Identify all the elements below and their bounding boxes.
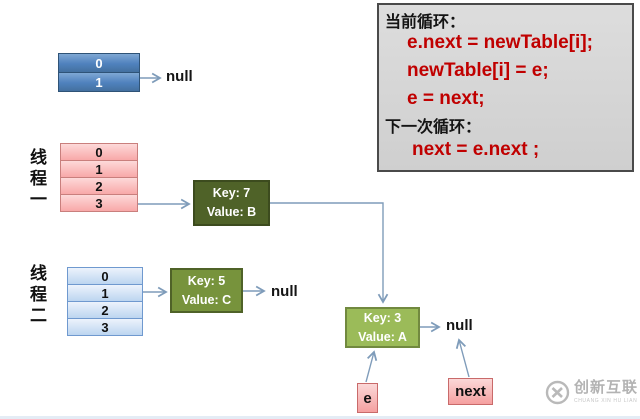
code-next-title: 下一次循环： bbox=[385, 119, 482, 136]
thread2-label: 线程二 bbox=[27, 264, 46, 327]
node-key7: Key: 7 Value: B bbox=[193, 180, 270, 226]
node-key5: Key: 5 Value: C bbox=[170, 268, 243, 313]
node-key5-key: Key: 5 bbox=[187, 273, 226, 288]
main-bucket-1: 1 bbox=[58, 72, 140, 92]
thread1-bucket-1: 1 bbox=[60, 160, 138, 178]
node-key7-key: Key: 7 bbox=[212, 186, 251, 201]
code-line-1: e.next = newTable[i]; bbox=[407, 32, 593, 53]
thread2-bucket-0: 0 bbox=[67, 267, 143, 285]
thread1-bucket-table: 0 1 2 3 bbox=[60, 143, 138, 212]
thread1-bucket-3: 3 bbox=[60, 194, 138, 212]
main-bucket-table: 0 1 bbox=[58, 53, 140, 92]
bottom-edge-line bbox=[0, 416, 640, 419]
thread2-bucket-1: 1 bbox=[67, 284, 143, 302]
node-key7-value: Value: B bbox=[206, 205, 257, 219]
thread2-bucket-table: 0 1 2 3 bbox=[67, 267, 143, 336]
node-key5-value: Value: C bbox=[181, 292, 232, 307]
thread1-bucket-2: 2 bbox=[60, 177, 138, 195]
pointer-next-box: next bbox=[448, 378, 493, 405]
code-line-4: next = e.next ; bbox=[412, 139, 540, 160]
pointer-e-box: e bbox=[357, 383, 378, 413]
thread1-label: 线程一 bbox=[27, 148, 46, 211]
null-label-key3: null bbox=[446, 317, 473, 334]
watermark-logo-icon bbox=[545, 380, 570, 405]
null-label-main: null bbox=[166, 68, 193, 85]
thread2-bucket-2: 2 bbox=[67, 301, 143, 319]
node-key3-value: Value: A bbox=[358, 329, 407, 344]
code-line-2: newTable[i] = e; bbox=[407, 60, 549, 81]
null-label-key5: null bbox=[271, 283, 298, 300]
watermark: 创新互联 CHUANG XIN HU LIAN bbox=[545, 379, 639, 405]
arrow-next-to-null bbox=[455, 338, 470, 378]
arrow-e-to-key3 bbox=[365, 350, 378, 383]
thread2-bucket-3: 3 bbox=[67, 318, 143, 336]
code-panel: 当前循环： e.next = newTable[i]; newTable[i] … bbox=[377, 3, 634, 172]
code-line-3: e = next; bbox=[407, 88, 485, 109]
code-current-title: 当前循环： bbox=[385, 14, 466, 31]
watermark-brand: 创新互联 bbox=[574, 379, 639, 396]
node-key3-key: Key: 3 bbox=[363, 310, 402, 325]
node-key3: Key: 3 Value: A bbox=[345, 307, 420, 348]
watermark-caption: CHUANG XIN HU LIAN bbox=[574, 397, 638, 404]
main-bucket-0: 0 bbox=[58, 53, 140, 73]
thread1-bucket-0: 0 bbox=[60, 143, 138, 161]
